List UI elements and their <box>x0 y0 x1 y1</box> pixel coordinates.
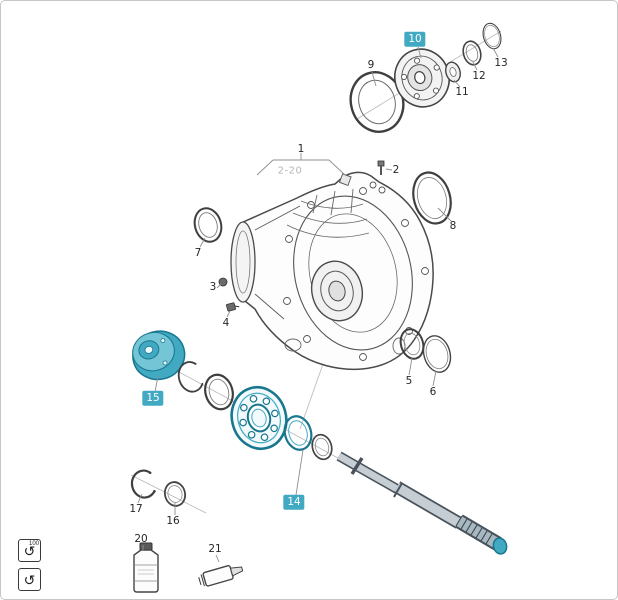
spacer-ring <box>311 433 333 461</box>
ring-part-16 <box>163 481 187 507</box>
callout-3[interactable]: 3 <box>209 280 217 293</box>
ring-part-12 <box>462 40 482 66</box>
section-ref: 2-20 <box>277 165 303 177</box>
callout-20[interactable]: 20 <box>134 532 148 545</box>
callout-16[interactable]: 16 <box>166 514 180 527</box>
callout-21[interactable]: 21 <box>208 542 222 555</box>
callout-14[interactable]: 14 <box>283 494 305 510</box>
ring-part-6 <box>422 335 452 373</box>
callout-9[interactable]: 9 <box>367 58 375 71</box>
rotate-icon: ↺ <box>23 542 36 559</box>
bearing-ring <box>283 415 313 451</box>
drive-flange-part-10 <box>394 48 450 108</box>
callout-8[interactable]: 8 <box>449 219 457 232</box>
ball-bearing <box>230 385 288 451</box>
snap-ring-part-8 <box>412 171 452 225</box>
transfer-case-housing-part-1 <box>230 171 434 371</box>
rotate-icon: ↺ <box>23 571 36 588</box>
rotate-100-badge: 100 <box>28 541 39 547</box>
circlip-part-17 <box>130 469 156 499</box>
plug-part-4 <box>226 302 240 312</box>
callout-13[interactable]: 13 <box>494 56 508 69</box>
callout-11[interactable]: 11 <box>455 85 469 98</box>
retaining-ring-part-13 <box>482 22 502 50</box>
seal-ring <box>204 373 234 411</box>
callout-15[interactable]: 15 <box>142 390 164 406</box>
output-shaft-part-14 <box>336 451 508 555</box>
callout-4[interactable]: 4 <box>222 316 230 329</box>
callout-7[interactable]: 7 <box>194 246 202 259</box>
view-toolbar: ↺ 100 ↺ <box>18 539 41 591</box>
output-flange-part-15 <box>132 330 186 381</box>
grease-tube-part-21 <box>198 565 244 587</box>
callout-17[interactable]: 17 <box>129 502 143 515</box>
callout-2[interactable]: 2 <box>392 163 400 176</box>
callout-10[interactable]: 10 <box>404 31 426 47</box>
callout-12[interactable]: 12 <box>472 69 486 82</box>
callout-5[interactable]: 5 <box>405 374 413 387</box>
callout-1[interactable]: 1 <box>297 142 305 155</box>
view-rotate-100-button[interactable]: ↺ 100 <box>18 539 41 562</box>
leader-lines <box>137 46 499 563</box>
oil-bottle-part-20 <box>133 542 159 593</box>
bolt-part-2 <box>377 160 385 175</box>
view-rotate-button[interactable]: ↺ <box>18 568 41 591</box>
snap-ring <box>177 361 204 393</box>
ring-part-5 <box>399 328 425 360</box>
seal-ring-part-7 <box>193 207 223 243</box>
callout-6[interactable]: 6 <box>429 385 437 398</box>
